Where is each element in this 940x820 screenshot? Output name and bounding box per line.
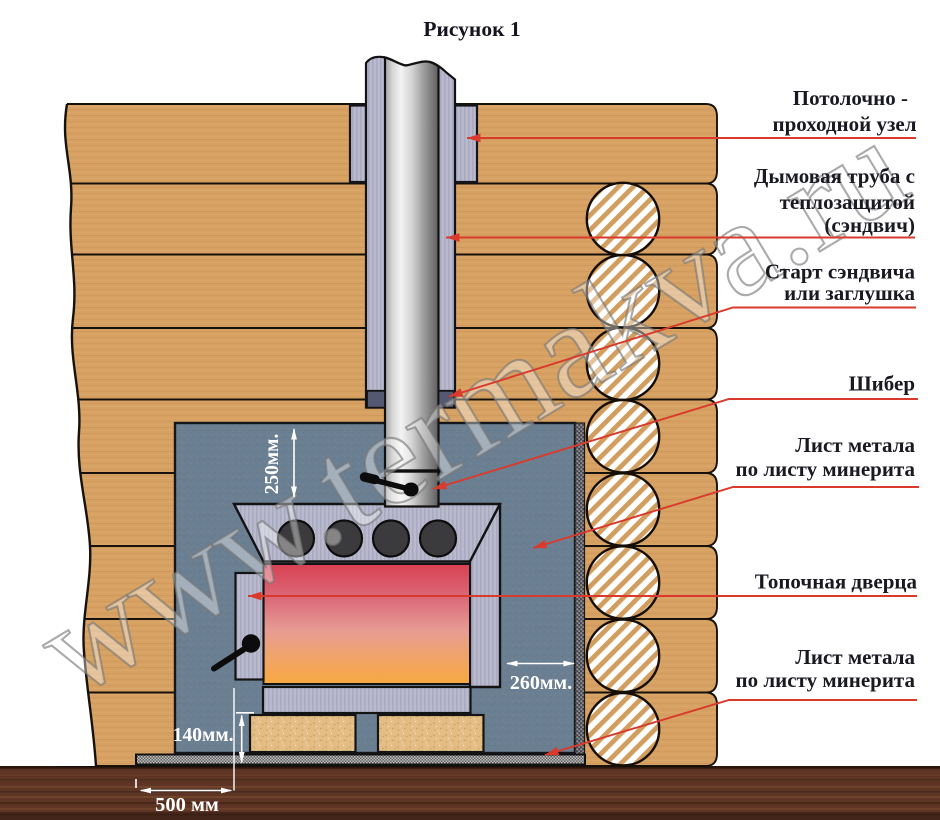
svg-text:по листу минерита: по листу минерита [735,668,915,692]
svg-text:Лист метала: Лист метала [795,433,915,457]
svg-text:по листу минерита: по листу минерита [735,457,915,481]
svg-text:проходной узел: проходной узел [773,112,917,136]
svg-text:260мм.: 260мм. [510,672,572,694]
svg-text:или заглушка: или заглушка [784,281,915,305]
svg-text:Рисунок 1: Рисунок 1 [423,17,520,41]
svg-text:Шибер: Шибер [849,372,915,396]
svg-text:Потолочно -: Потолочно - [793,86,908,110]
svg-text:500 мм: 500 мм [155,794,219,816]
svg-text:теплозащитой: теплозащитой [780,190,915,214]
svg-text:250мм.: 250мм. [262,434,283,495]
svg-text:Топочная дверца: Топочная дверца [755,570,918,594]
svg-text:Лист метала: Лист метала [795,645,915,669]
svg-text:Дымовая труба с: Дымовая труба с [754,164,915,188]
svg-text:140мм.: 140мм. [173,725,234,746]
svg-text:Старт сэндвича: Старт сэндвича [765,260,916,284]
svg-text:(сэндвич): (сэндвич) [824,213,915,237]
